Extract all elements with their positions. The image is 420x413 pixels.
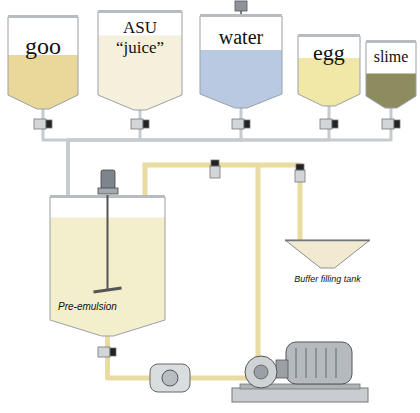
tank-ground xyxy=(98,12,182,110)
agitator-blade xyxy=(94,288,122,292)
tank-wall xyxy=(366,42,416,108)
tank-wall xyxy=(200,16,282,108)
mixer-motor xyxy=(98,170,118,194)
storage-tank: slime xyxy=(366,40,416,108)
agitator-motor xyxy=(235,1,247,16)
tank-ground xyxy=(366,42,416,108)
storage-tank: ASU “juice” xyxy=(98,10,182,110)
tank-lid xyxy=(8,15,78,18)
tank-label: egg xyxy=(313,40,345,65)
feed-pipe xyxy=(43,109,68,195)
storage-tank: goo xyxy=(8,15,78,109)
tank-label: ASU “juice” xyxy=(110,18,170,57)
homogenizer xyxy=(232,342,368,402)
buffer-funnel: Buffer filling tank xyxy=(285,240,370,288)
storage-tank: water xyxy=(200,14,282,108)
tank-label: water xyxy=(219,26,263,49)
funnel-body xyxy=(285,240,370,268)
tank-ground xyxy=(8,17,78,109)
tank-lid xyxy=(98,10,182,13)
mixing-vessel: Pre-emulsion xyxy=(50,195,165,336)
equipment-label: Pre-emulsion xyxy=(58,301,117,313)
tank-ground xyxy=(200,16,282,108)
tank-lid xyxy=(298,34,360,37)
funnel-rim xyxy=(285,240,370,242)
return-pipe xyxy=(145,165,258,197)
feed-pipe xyxy=(68,110,140,195)
feed-pipe xyxy=(68,108,391,195)
tank-wall xyxy=(98,12,182,110)
storage-tank: egg xyxy=(298,34,360,106)
storage-tank-outline xyxy=(8,15,78,109)
feed-pump xyxy=(150,364,190,392)
tank-label: goo xyxy=(25,33,61,61)
tank-liquid xyxy=(366,74,416,108)
tank-lid xyxy=(200,14,282,17)
mixing-vessel-outline xyxy=(50,195,165,336)
valve-set xyxy=(34,119,400,357)
tank-wall xyxy=(8,17,78,109)
tank-ground xyxy=(298,36,360,106)
tank-label: slime xyxy=(374,48,409,66)
agitator-shaft xyxy=(107,195,109,290)
tank-wall xyxy=(298,36,360,106)
tank-lid xyxy=(366,40,416,43)
feed-pipe xyxy=(68,108,241,195)
tank-liquid xyxy=(8,55,78,109)
equipment-label: Buffer filling tank xyxy=(294,274,361,284)
feed-pipe xyxy=(68,106,329,195)
